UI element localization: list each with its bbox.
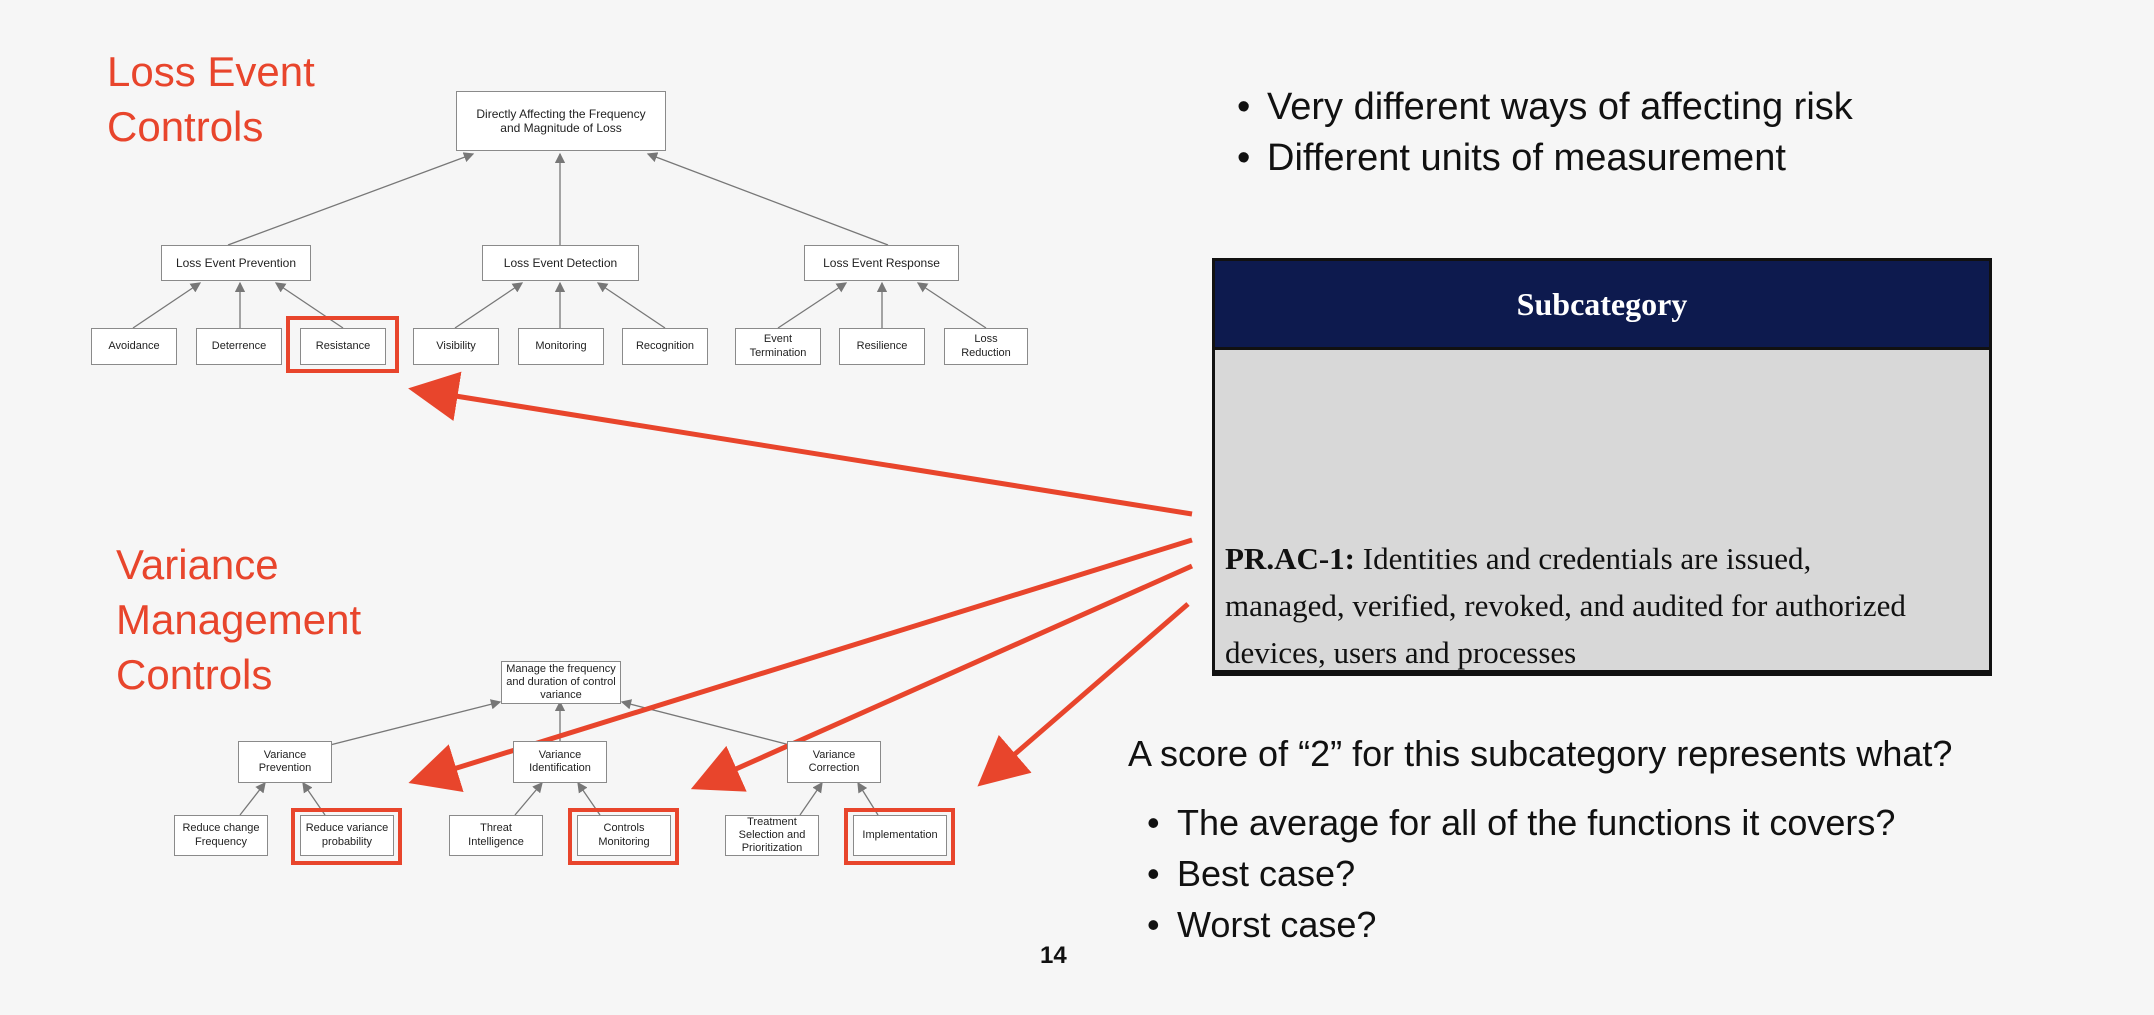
bottom-bullet-list: The average for all of the functions it …	[1143, 797, 1895, 950]
subcategory-id: PR.AC-1:	[1225, 541, 1355, 576]
connector	[274, 282, 344, 329]
table-bottom-rule	[1215, 670, 1989, 673]
bullet-item: Worst case?	[1143, 899, 1895, 950]
subcategory-cell: PR.AC-1: Identities and credentials are …	[1215, 350, 1989, 676]
arrow-to-resistance	[408, 371, 1193, 517]
connector	[799, 781, 823, 816]
treatment-selection-node: Treatment Selection and Prioritization	[725, 815, 819, 856]
page-number: 14	[1040, 942, 1067, 969]
connector	[454, 282, 524, 329]
connector	[596, 282, 666, 329]
reduce-change-frequency-node: Reduce change Frequency	[174, 815, 268, 856]
event-termination-node: Event Termination	[735, 328, 821, 365]
bullet-item: Best case?	[1143, 848, 1895, 899]
connector	[239, 781, 266, 816]
variance-identification-node: Variance Identification	[513, 741, 607, 783]
subcategory-text-line: devices, users and processes	[1225, 635, 1577, 670]
resilience-node: Resilience	[839, 328, 925, 365]
variance-management-controls-title: Variance Management Controls	[116, 537, 361, 702]
connector	[132, 282, 202, 329]
connector	[646, 152, 889, 246]
subcategory-header: Subcategory	[1215, 261, 1989, 350]
monitoring-node: Monitoring	[518, 328, 604, 365]
connector	[916, 282, 987, 329]
title-line: Controls	[116, 651, 273, 698]
variance-prevention-node: Variance Prevention	[238, 741, 332, 783]
connector	[514, 782, 543, 816]
loss-event-detection-node: Loss Event Detection	[482, 245, 639, 281]
resistance-node: Resistance	[300, 328, 386, 365]
title-line: Variance	[116, 541, 279, 588]
arrow-to-controls-monitoring	[690, 563, 1194, 792]
connector	[329, 699, 502, 746]
threat-intelligence-node: Threat Intelligence	[449, 815, 543, 856]
loss-reduction-node: Loss Reduction	[944, 328, 1028, 365]
recognition-node: Recognition	[622, 328, 708, 365]
implementation-node: Implementation	[853, 815, 947, 856]
variance-correction-node: Variance Correction	[787, 741, 881, 783]
loss-root-node: Directly Affecting the Frequency and Mag…	[456, 91, 666, 151]
subcategory-text-line: managed, verified, revoked, and audited …	[1225, 588, 1906, 623]
subcategory-text: Identities and credentials are issued,	[1355, 541, 1812, 576]
loss-event-response-node: Loss Event Response	[804, 245, 959, 281]
question-text: A score of “2” for this subcategory repr…	[1128, 733, 1953, 774]
bullet-item: The average for all of the functions it …	[1143, 797, 1895, 848]
title-line: Management	[116, 596, 362, 643]
subcategory-table: Subcategory PR.AC-1: Identities and cred…	[1212, 258, 1992, 676]
bullet-item: Very different ways of affecting risk	[1233, 82, 1853, 133]
arrow-to-reduce-variance-probability	[408, 537, 1193, 793]
red-arrows	[408, 371, 1194, 793]
title-line: Controls	[107, 103, 264, 150]
loss-event-prevention-node: Loss Event Prevention	[161, 245, 311, 281]
controls-monitoring-node: Controls Monitoring	[577, 815, 671, 856]
avoidance-node: Avoidance	[91, 328, 177, 365]
loss-event-controls-title: Loss Event Controls	[107, 44, 315, 154]
visibility-node: Visibility	[413, 328, 499, 365]
connector	[227, 152, 475, 246]
top-bullet-list: Very different ways of affecting risk Di…	[1233, 82, 1853, 184]
bullet-item: Different units of measurement	[1233, 133, 1853, 184]
reduce-variance-probability-highlight	[291, 808, 402, 865]
controls-monitoring-highlight	[568, 808, 679, 865]
deterrence-node: Deterrence	[196, 328, 282, 365]
subcategory-text-line: PR.AC-1: Identities and credentials are …	[1225, 535, 1981, 582]
reduce-variance-probability-node: Reduce variance probability	[300, 815, 394, 856]
arrow-to-implementation	[977, 602, 1190, 787]
resistance-highlight	[286, 316, 399, 373]
implementation-highlight	[844, 808, 955, 865]
title-line: Loss Event	[107, 48, 315, 95]
connector	[777, 282, 848, 329]
loss-tree-connectors	[132, 152, 987, 329]
variance-root-node: Manage the frequency and duration of con…	[501, 661, 621, 704]
